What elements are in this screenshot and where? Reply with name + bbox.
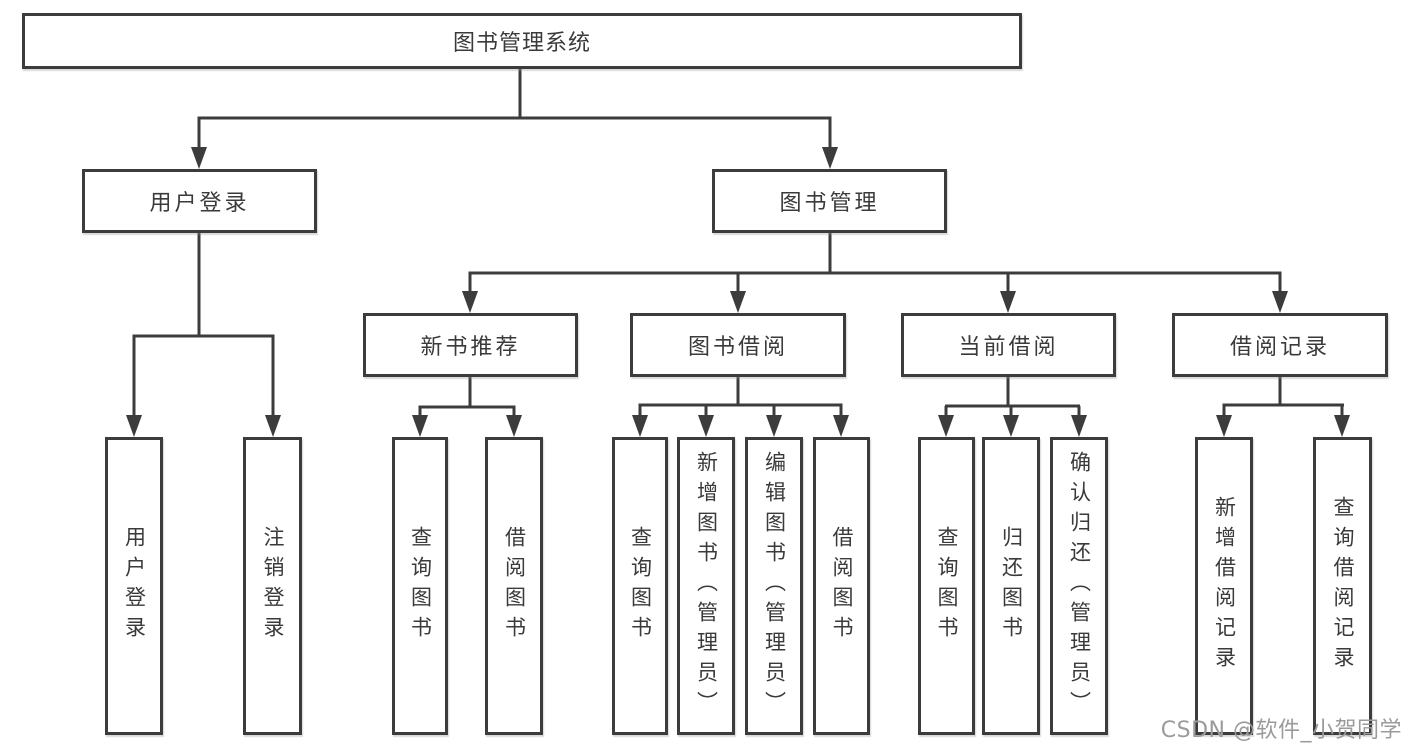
- leaf-user-login: 用户登录: [105, 437, 163, 735]
- leaf-add-borrow-record-label: 新增借阅记录: [1212, 496, 1237, 676]
- leaf-add-book-admin-label: 新增图书（管理员）: [694, 451, 719, 721]
- leaf-query-books-recommend: 查询图书: [392, 437, 448, 735]
- node-borrow-records-label: 借阅记录: [1229, 335, 1330, 360]
- leaf-user-login-label: 用户登录: [122, 526, 147, 646]
- leaf-query-borrow-record: 查询借阅记录: [1313, 437, 1372, 735]
- leaf-return-books: 归还图书: [982, 437, 1040, 735]
- leaf-borrow-books-recommend-label: 借阅图书: [502, 526, 527, 646]
- node-book-borrow: 图书借阅: [630, 313, 846, 377]
- node-current-borrow-label: 当前借阅: [958, 335, 1059, 360]
- leaf-query-books-current-label: 查询图书: [935, 526, 959, 646]
- leaf-borrow-books-recommend: 借阅图书: [485, 437, 543, 735]
- leaf-query-books-borrow: 查询图书: [612, 437, 668, 735]
- csdn-watermark: CSDN @软件_小贺同学: [1160, 718, 1402, 743]
- leaf-confirm-return-admin-label: 确认归还（管理员）: [1067, 451, 1092, 721]
- leaf-confirm-return-admin: 确认归还（管理员）: [1050, 437, 1108, 735]
- node-root: 图书管理系统: [22, 13, 1022, 69]
- leaf-borrow-books-borrow-label: 借阅图书: [830, 526, 854, 646]
- node-borrow-records: 借阅记录: [1172, 313, 1388, 377]
- node-new-book-recommend: 新书推荐: [363, 313, 578, 377]
- node-book-management-label: 图书管理: [779, 191, 880, 216]
- leaf-query-books-recommend-label: 查询图书: [408, 526, 433, 646]
- node-current-borrow: 当前借阅: [901, 313, 1116, 377]
- leaf-query-borrow-record-label: 查询借阅记录: [1331, 496, 1355, 676]
- node-root-label: 图书管理系统: [452, 31, 591, 56]
- leaf-logout-label: 注销登录: [261, 526, 285, 646]
- leaf-query-books-current: 查询图书: [918, 437, 975, 735]
- leaf-edit-book-admin: 编辑图书（管理员）: [745, 437, 803, 735]
- node-user-login-label: 用户登录: [149, 191, 250, 216]
- node-book-borrow-label: 图书借阅: [687, 335, 788, 360]
- leaf-query-books-borrow-label: 查询图书: [628, 526, 653, 646]
- leaf-return-books-label: 归还图书: [999, 526, 1024, 646]
- leaf-edit-book-admin-label: 编辑图书（管理员）: [762, 451, 787, 721]
- leaf-logout: 注销登录: [243, 437, 302, 735]
- leaf-borrow-books-borrow: 借阅图书: [813, 437, 870, 735]
- node-user-login: 用户登录: [82, 169, 317, 233]
- leaf-add-borrow-record: 新增借阅记录: [1195, 437, 1253, 735]
- node-new-book-recommend-label: 新书推荐: [420, 335, 521, 360]
- leaf-add-book-admin: 新增图书（管理员）: [677, 437, 735, 735]
- node-book-management: 图书管理: [712, 169, 947, 233]
